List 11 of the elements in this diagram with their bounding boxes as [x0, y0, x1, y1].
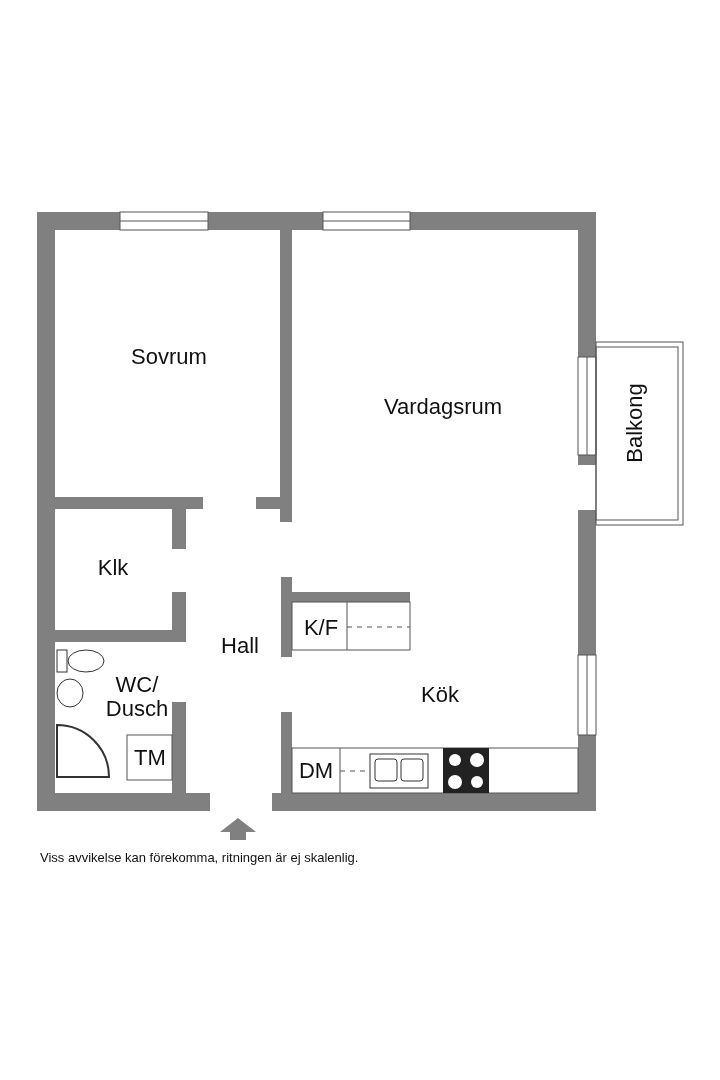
room-label: Hall	[221, 633, 259, 659]
room-label: Sovrum	[131, 344, 207, 370]
room-label: Kök	[421, 682, 459, 708]
room-label: Balkong	[622, 383, 648, 463]
room-label: Vardagsrum	[383, 394, 503, 420]
caption-text: Viss avvikelse kan förekomma, ritningen är ej skalenlig.	[40, 850, 359, 865]
appliance-label: K/F	[303, 615, 339, 641]
room-label: Klk	[97, 555, 129, 581]
room-label: WC/ Dusch	[104, 672, 170, 722]
appliance-label: DM	[298, 758, 334, 784]
appliance-label: TM	[134, 745, 166, 771]
